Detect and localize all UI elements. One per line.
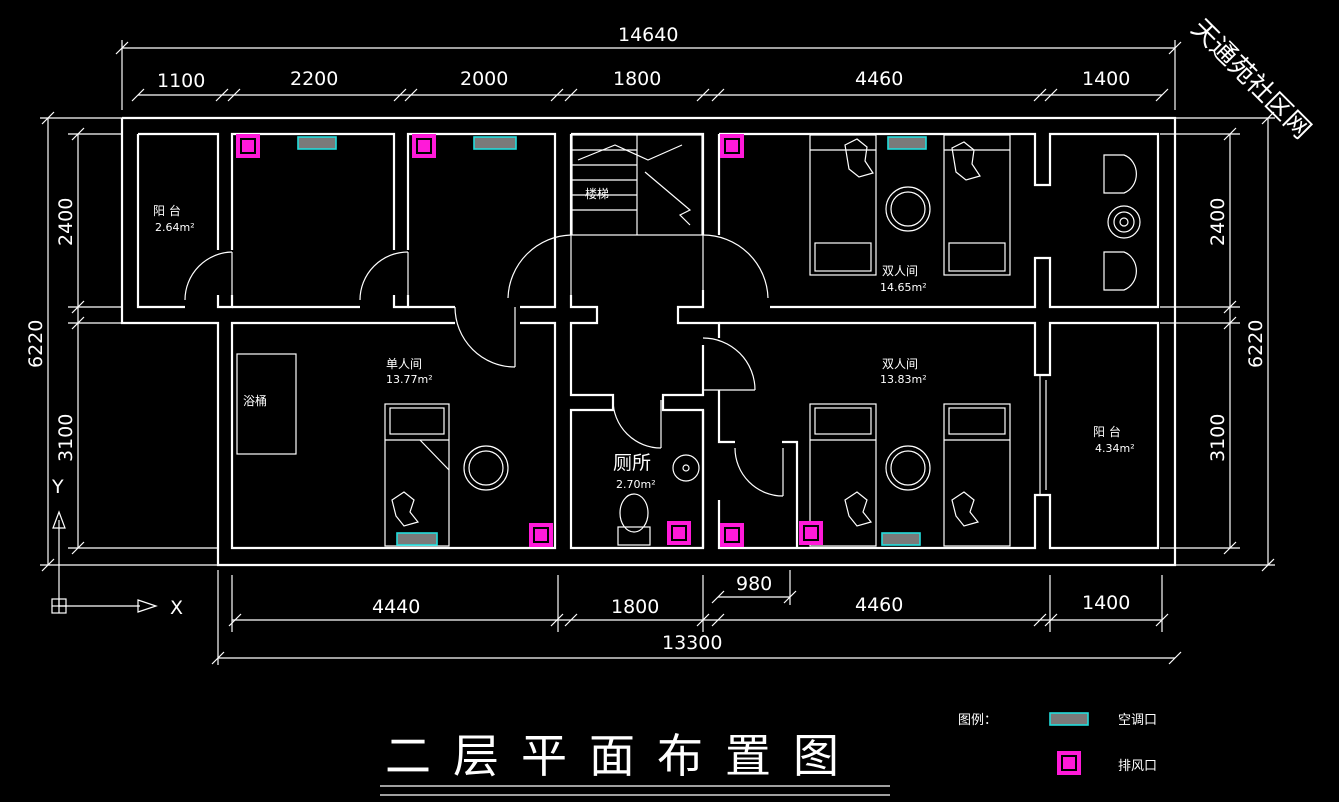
dim-left-1: 2400 [55,198,77,246]
bed-ne-right [943,134,1011,276]
room-single-name: 单人间 [386,357,422,371]
bed-ne-left [809,134,877,276]
dim-right-total: 6220 [1245,320,1267,368]
ac-outlet [881,532,921,546]
beds [384,134,1011,547]
legend-ac-swatch [1049,712,1089,726]
vent [529,523,553,547]
drawing-title: 二层平面布置图 [380,729,890,796]
room-balcony-se-name: 阳 台 [1093,424,1121,439]
dim-right-1: 2400 [1207,198,1229,246]
vent [720,134,744,158]
dimensions-bottom: 4440 1800 980 4460 1400 13300 [211,570,1182,665]
dimensions-top: 14640 1100 2200 2000 1800 4460 1400 [115,24,1182,110]
dim-bottom-4: 4460 [855,594,903,616]
dim-bottom-2: 1800 [611,596,659,618]
drawing-title-text: 二层平面布置图 [385,729,861,783]
dim-top-1: 1100 [157,70,205,92]
dim-bottom-3: 980 [736,573,772,595]
room-toilet-name: 厕所 [613,452,651,474]
bathtub-label: 浴桶 [243,393,267,408]
room-stairs-name: 楼梯 [585,186,609,201]
ac-outlets [297,136,927,546]
room-labels: 阳 台 2.64m² 双人间 14.65m² 单人间 13.77m² 双人间 1… [153,203,1135,491]
dim-top-2: 2200 [290,68,338,90]
dimensions-right: 6220 2400 3100 [1160,111,1275,572]
doors [184,234,784,497]
ac-outlet [396,532,438,546]
room-balcony-nw-name: 阳 台 [153,203,181,218]
watermark-text: 天通苑社区网 [1185,14,1317,146]
dim-top-3: 2000 [460,68,508,90]
vent [412,134,436,158]
dim-bottom-1: 4440 [372,596,420,618]
dim-bottom-5: 1400 [1082,592,1130,614]
watermark: 天通苑社区网 [1185,14,1317,146]
axis-y-label: Y [51,476,64,498]
bed-se-left [809,403,877,547]
exhaust-vents [236,134,823,547]
legend-label: 图例： [958,713,997,728]
dim-left-2: 3100 [55,414,77,462]
room-toilet-area: 2.70m² [616,478,656,491]
stairs: 楼梯 [571,134,703,236]
bed-se-right [943,403,1011,547]
vent [236,134,260,158]
tables [463,154,1141,491]
dim-top-4: 1800 [613,68,661,90]
legend-vent-swatch [1057,751,1081,775]
ac-outlet [297,136,337,150]
ac-outlet [473,136,517,150]
legend: 图例： 空调口 排风口 [958,712,1157,775]
room-balcony-nw-area: 2.64m² [155,221,195,234]
vent [720,523,744,547]
toilet-fixtures [617,454,700,546]
room-double-ne-name: 双人间 [882,264,918,278]
ucs-axes: X Y [51,476,183,619]
dim-bottom-total: 13300 [662,632,722,654]
axis-x-label: X [170,597,183,619]
dimensions-left: 6220 2400 3100 [25,111,218,572]
dim-top-6: 1400 [1082,68,1130,90]
legend-ac-label: 空调口 [1118,713,1157,728]
room-balcony-se-area: 4.34m² [1095,442,1135,455]
dim-right-2: 3100 [1207,414,1229,462]
vent [667,521,691,545]
dim-top-total: 14640 [618,24,678,46]
legend-vent-label: 排风口 [1118,759,1157,774]
bathtub: 浴桶 [236,353,297,455]
dim-top-5: 4460 [855,68,903,90]
room-double-se-name: 双人间 [882,357,918,371]
dim-left-total: 6220 [25,320,47,368]
room-single-area: 13.77m² [386,373,433,386]
walls [120,116,1177,567]
ac-outlet [887,136,927,150]
bed-single [384,403,450,547]
room-double-ne-area: 14.65m² [880,281,927,294]
vent [799,521,823,545]
room-double-se-area: 13.83m² [880,373,927,386]
